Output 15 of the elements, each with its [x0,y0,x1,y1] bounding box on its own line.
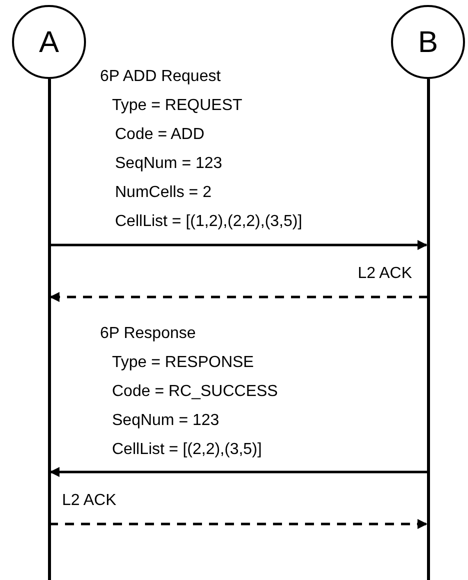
arrow [49,519,428,529]
message-field-text: Type = REQUEST [112,96,242,116]
message-field-text: Code = RC_SUCCESS [112,382,278,402]
arrow [50,292,428,302]
message-field-text: 6P Response [100,324,196,344]
message-field-text: CellList = [(1,2),(2,2),(3,5)] [115,212,302,232]
arrow [50,467,428,477]
message-field-text: SeqNum = 123 [115,154,222,174]
message-field-text: Code = ADD [115,125,204,145]
message-field-text: NumCells = 2 [115,183,212,203]
message-field-text: Type = RESPONSE [112,353,254,373]
message-field-text: SeqNum = 123 [112,411,220,431]
message-field-text: 6P ADD Request [100,67,221,87]
arrow [49,240,428,250]
message-field-text: CellList = [(2,2),(3,5)] [112,440,262,460]
